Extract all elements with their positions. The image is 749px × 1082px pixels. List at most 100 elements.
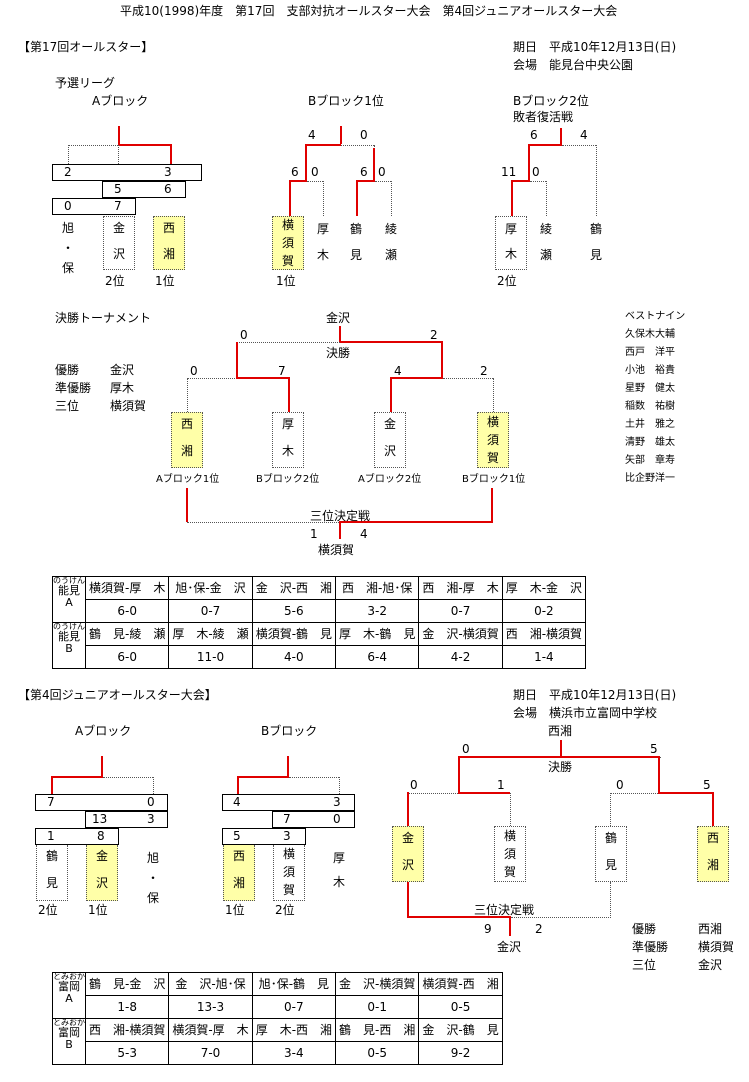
score: 3 — [333, 795, 341, 809]
score: 2 — [430, 328, 438, 342]
score: 0 — [64, 199, 72, 213]
team-kanazawa: 金沢 — [392, 826, 424, 882]
third-place-winner: 金沢 — [497, 940, 522, 954]
score: 8 — [97, 829, 105, 843]
team-tsurumi: 鶴見 — [589, 222, 602, 262]
team-atsugi: 厚木 — [272, 412, 304, 468]
third-place-label: 三位決定戦 — [310, 509, 371, 523]
team-ayase: 綾瀬 — [539, 222, 552, 262]
team-yokosuka: 横須賀 — [477, 412, 509, 468]
team-kanazawa: 金沢 — [374, 412, 406, 468]
block-b1-label: Bブロック1位 — [308, 94, 384, 108]
score: 0 — [147, 795, 155, 809]
block-b2-label: Bブロック2位 — [513, 94, 589, 108]
score: 2 — [535, 922, 543, 936]
score: 0 — [333, 812, 341, 826]
score: 4 — [394, 364, 402, 378]
score: 0 — [462, 742, 470, 756]
block-b-label: Bブロック — [261, 724, 318, 738]
score: 7 — [47, 795, 55, 809]
team-tsurumi: 鶴見 — [595, 826, 627, 882]
score: 5 — [703, 778, 711, 792]
score: 6 — [360, 165, 368, 179]
score: 2 — [64, 165, 72, 179]
score: 4 — [580, 128, 588, 142]
team-ayase: 綾瀬 — [384, 222, 397, 262]
score: 9 — [484, 922, 492, 936]
champion-name: 西湘 — [548, 724, 573, 738]
rank-label: 1位 — [225, 903, 245, 917]
score: 5 — [650, 742, 658, 756]
rank-label: 2位 — [38, 903, 58, 917]
score: 2 — [480, 364, 488, 378]
rank-label: 1位 — [155, 274, 175, 288]
team-kanazawa: 金沢 — [103, 216, 135, 270]
rank-label: 1位 — [276, 274, 296, 288]
rank-label: 2位 — [497, 274, 517, 288]
rank-label: 2位 — [275, 903, 295, 917]
team-seisho: 西湘 — [171, 412, 203, 468]
score: 0 — [616, 778, 624, 792]
score: 6 — [164, 182, 172, 196]
team-asahi-ho: 旭・保 — [61, 221, 74, 275]
score: 1 — [497, 778, 505, 792]
score: 5 — [233, 829, 241, 843]
seed-label: Bブロック2位 — [256, 474, 320, 485]
final-tournament-label: 決勝トーナメント — [55, 311, 152, 325]
score: 6 — [291, 165, 299, 179]
rank-label: 1位 — [88, 903, 108, 917]
revival-label: 敗者復活戦 — [513, 110, 574, 124]
seed-label: Bブロック1位 — [462, 474, 526, 485]
score: 4 — [360, 527, 368, 541]
score: 4 — [233, 795, 241, 809]
score: 0 — [311, 165, 319, 179]
team-atsugi: 厚木 — [332, 851, 345, 889]
prelim-label: 予選リーグ — [55, 76, 116, 90]
score: 0 — [532, 165, 540, 179]
third-place-label: 三位決定戦 — [474, 903, 535, 917]
seed-label: Aブロック1位 — [156, 474, 220, 485]
page-title: 平成10(1998)年度 第17回 支部対抗オールスター大会 第4回ジュニアオー… — [120, 4, 618, 18]
champion-name: 金沢 — [326, 311, 351, 325]
team-atsugi: 厚木 — [495, 216, 527, 270]
team-seisho: 西湘 — [223, 845, 255, 901]
team-atsugi: 厚木 — [316, 222, 329, 262]
section2-venue: 会場 横浜市立富岡中学校 — [513, 706, 658, 720]
score: 0 — [240, 328, 248, 342]
team-seisho: 西湘 — [697, 826, 729, 882]
score: 3 — [283, 829, 291, 843]
score: 3 — [164, 165, 172, 179]
score: 13 — [92, 812, 108, 826]
score: 1 — [310, 527, 318, 541]
block-a-label: Aブロック — [75, 724, 132, 738]
score: 7 — [114, 199, 122, 213]
section2-heading: 【第4回ジュニアオールスター大会】 — [18, 688, 217, 702]
section1-venue: 会場 能見台中央公園 — [513, 58, 634, 72]
final-label: 決勝 — [326, 346, 351, 360]
score: 1 — [47, 829, 55, 843]
team-yokosuka: 横須賀 — [494, 826, 526, 882]
team-kanazawa: 金沢 — [86, 845, 118, 901]
section2-date: 期日 平成10年12月13日(日) — [513, 688, 677, 702]
score: 3 — [147, 812, 155, 826]
score: 0 — [360, 128, 368, 142]
team-tsurumi: 鶴見 — [349, 222, 362, 262]
score: 7 — [278, 364, 286, 378]
score: 7 — [283, 812, 291, 826]
score: 4 — [308, 128, 316, 142]
seed-label: Aブロック2位 — [358, 474, 422, 485]
team-yokosuka: 横須賀 — [273, 845, 305, 901]
team-yokosuka: 横須賀 — [272, 216, 304, 270]
score: 5 — [114, 182, 122, 196]
team-seisho: 西湘 — [153, 216, 185, 270]
rank-label: 2位 — [105, 274, 125, 288]
score: 6 — [530, 128, 538, 142]
section1-date: 期日 平成10年12月13日(日) — [513, 40, 677, 54]
score: 11 — [501, 165, 517, 179]
section1-heading: 【第17回オールスター】 — [18, 40, 154, 54]
score: 0 — [410, 778, 418, 792]
block-a-label: Aブロック — [92, 94, 149, 108]
score: 0 — [190, 364, 198, 378]
